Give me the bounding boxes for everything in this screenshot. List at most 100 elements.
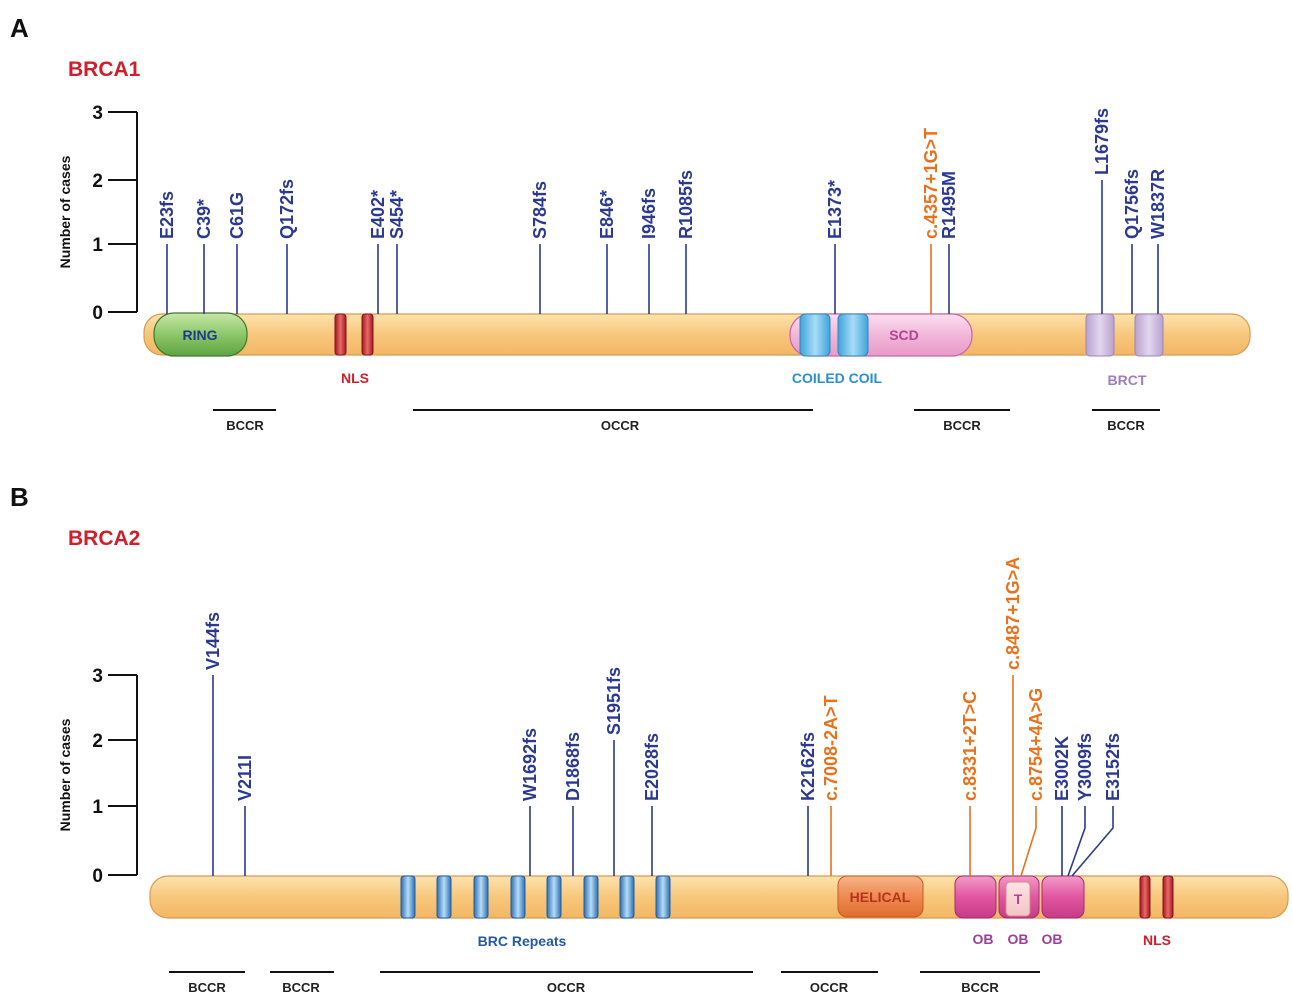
ob-domain [954,875,997,919]
coiled-coil-block [799,313,831,357]
ob-label: OB [1042,931,1063,947]
mutation-label: E3002K [1052,736,1072,801]
panel-a-y-tick-2: 2 [92,171,103,192]
brca1-protein-body [143,313,1251,356]
helical-domain-label: HELICAL [850,889,911,905]
region-label: BCCR [282,980,320,993]
mutation-label: K2162fs [798,732,818,801]
mutation-label: E846* [597,190,617,239]
region-label: OCCR [601,418,640,433]
mutation-label: c.7008-2A>T [821,695,841,801]
brc-repeats [400,875,671,919]
region-label: OCCR [810,980,849,993]
brc-repeat-block [473,875,489,919]
panel-b-y-axis-label: Number of cases [57,718,73,831]
mutation-stem [1071,806,1114,877]
mutation-label: Q172fs [277,179,297,239]
region-label: BCCR [226,418,264,433]
nls-label: NLS [1143,932,1171,948]
brc-repeat-block [583,875,599,919]
mutation-label: L1679fs [1092,108,1112,175]
brc-repeat-block [619,875,635,919]
panel-a-gene-title: BRCA1 [68,58,141,81]
mutation-label: E402* [368,190,388,239]
panel-a: A BRCA1 3 2 1 0 Number of cases RING NLS… [10,13,1251,433]
mutation-label: E2028fs [642,733,662,801]
mutation-label: E1373* [825,180,845,239]
region-label: BCCR [943,418,981,433]
brc-repeat-block [510,875,526,919]
panel-a-y-axis: 3 2 1 0 Number of cases [57,103,138,324]
panel-b-y-tick-2: 2 [92,731,103,752]
brc-repeats-label: BRC Repeats [478,933,567,949]
brc-repeat-block [546,875,562,919]
panel-a-y-axis-label: Number of cases [57,155,73,268]
mutation-label: I946fs [639,188,659,239]
panel-b-y-tick-1: 1 [92,797,103,818]
panel-a-letter: A [10,13,29,43]
scd-domain [789,313,973,357]
region-label: BCCR [188,980,226,993]
panel-a-regions: BCCR OCCR BCCR BCCR [213,409,1160,433]
brct-block [1134,313,1164,357]
brct-label: BRCT [1108,372,1147,388]
panel-b-regions: BCCR BCCR OCCR OCCR BCCR [169,971,1040,993]
mutation-label: W1837R [1148,169,1168,239]
mutation-label: S454* [387,190,407,239]
tower-domain-label: T [1014,891,1023,907]
ring-domain [153,312,248,357]
panel-b: B BRCA2 3 2 1 0 Number of cases BRC Repe… [10,482,1289,993]
panel-b-protein: BRC Repeats HELICAL T OB OB OB NLS [149,875,1289,949]
mutation-stem [1067,806,1086,877]
nls-label: NLS [341,370,369,386]
region-label: BCCR [961,980,999,993]
mutation-label: R1495M [939,171,959,239]
mutation-label: V144fs [203,612,223,670]
ob-domain [1041,875,1085,919]
panel-a-y-tick-3: 3 [92,103,103,124]
tower-domain [1005,881,1031,917]
region-label: OCCR [547,980,586,993]
panel-b-y-axis: 3 2 1 0 Number of cases [57,666,138,887]
ob-label: OB [1008,931,1029,947]
mutation-label: S784fs [530,181,550,239]
mutation-label: Q1756fs [1122,169,1142,239]
mutation-label: c.4357+1G>T [921,128,941,239]
panel-b-y-tick-0: 0 [92,866,103,887]
nls-block [1162,875,1174,919]
panel-a-y-tick-1: 1 [92,235,103,256]
mutation-label: E3152fs [1103,733,1123,801]
panel-b-letter: B [10,482,29,512]
scd-domain-label: SCD [889,327,919,343]
mutation-label: W1692fs [520,728,540,801]
brc-repeat-block [436,875,452,919]
region-label: BCCR [1107,418,1145,433]
nls-block [1139,875,1151,919]
mutation-label: c.8331+2T>C [960,691,980,801]
brca2-protein-body [149,875,1289,919]
panel-b-gene-title: BRCA2 [68,527,140,550]
brc-repeat-block [400,875,416,919]
mutation-label: C39* [194,199,214,239]
ring-domain-label: RING [183,327,218,343]
panel-a-protein: RING NLS SCD COILED COIL BRCT [143,312,1251,388]
mutation-label: D1868fs [563,732,583,801]
panel-b-y-tick-3: 3 [92,666,103,687]
brc-repeat-block [655,875,671,919]
mutation-label: V211I [235,755,255,801]
mutation-label: c.8487+1G>A [1003,557,1023,670]
panel-a-mutations: E23fs C39* C61G Q172fs E402*S454* S784fs E846*… [157,108,1168,314]
mutation-label: R1085fs [676,170,696,239]
nls-block [361,313,374,356]
mutation-label: S1951fs [604,667,624,735]
helical-domain [837,875,924,918]
panel-a-y-tick-0: 0 [92,303,103,324]
brct-block [1085,313,1115,357]
mutation-stem [1020,806,1037,877]
mutation-label: E23fs [157,191,177,239]
mutation-label: C61G [227,192,247,239]
mutation-label: Y3009fs [1075,733,1095,801]
coiled-coil-label: COILED COIL [792,370,883,386]
